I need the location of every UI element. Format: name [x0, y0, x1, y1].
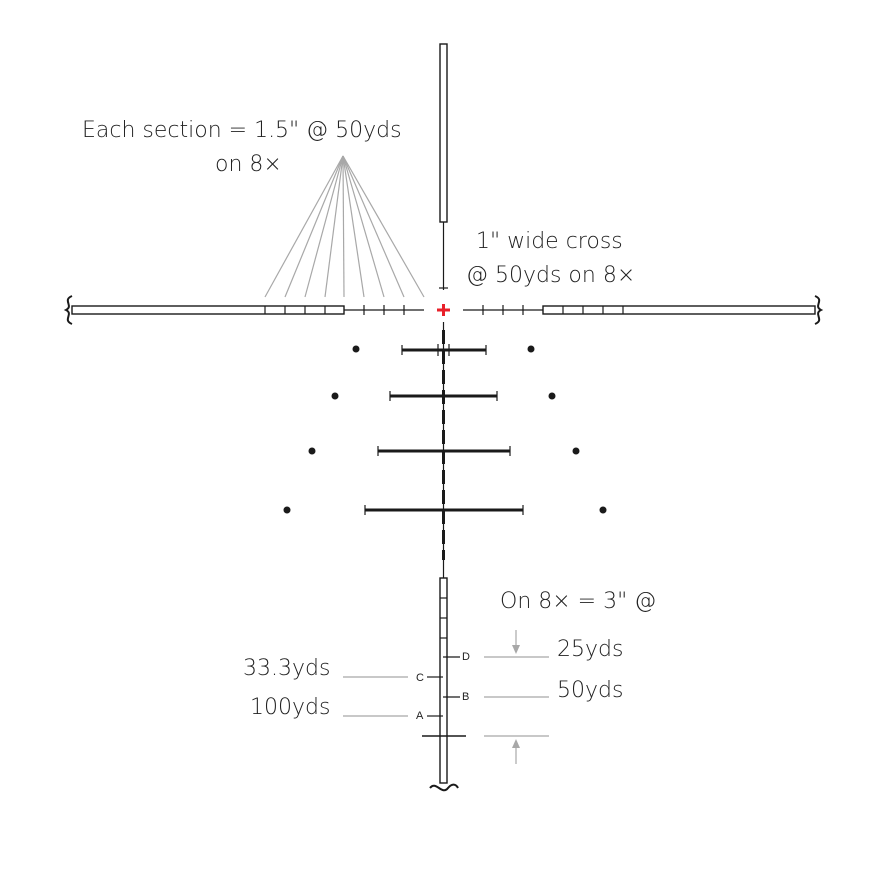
section-leader-lines — [264, 155, 425, 298]
windage-dot-4-right — [599, 506, 607, 514]
right-post-break — [814, 295, 824, 325]
dimension-arrow-top-head — [512, 645, 520, 654]
windage-dot-4-left — [283, 506, 291, 514]
range-100-label: 100yds — [250, 695, 330, 720]
windage-dot-1-left — [352, 345, 360, 353]
top-post — [439, 43, 448, 223]
marker-b: B — [462, 691, 469, 703]
section-leader-line-4 — [324, 155, 344, 298]
windage-dot-2-left — [331, 392, 339, 400]
section-note-line2: on 8× — [215, 152, 282, 177]
section-leader-line-7 — [342, 155, 385, 298]
windage-dot-3-right — [572, 447, 580, 455]
cross-note-line1: 1" wide cross — [476, 229, 623, 254]
bottom-post-break — [429, 783, 459, 792]
right-post — [542, 305, 816, 315]
section-leader-line-1 — [264, 155, 344, 298]
marker-a: A — [416, 710, 424, 722]
section-leader-line-2 — [284, 155, 344, 298]
section-note-line1: Each section = 1.5" @ 50yds — [82, 118, 402, 143]
section-leader-line-9 — [342, 155, 425, 298]
bottom-post — [439, 577, 448, 784]
windage-dot-1-right — [527, 345, 535, 353]
range-50-label: 50yds — [557, 678, 623, 703]
section-leader-line-8 — [342, 155, 405, 298]
cross-note-line2: @ 50yds on 8× — [466, 263, 635, 288]
windage-dot-3-left — [308, 447, 316, 455]
dimension-arrow-bottom-head — [512, 739, 520, 748]
range-33-label: 33.3yds — [243, 656, 330, 681]
left-post — [71, 305, 345, 315]
marker-c: C — [416, 672, 424, 684]
range-25-label: 25yds — [557, 637, 623, 662]
marker-d: D — [462, 651, 470, 663]
left-post-break — [63, 295, 73, 325]
section-leader-line-5 — [342, 155, 345, 298]
section-leader-line-6 — [342, 155, 365, 298]
section-leader-line-3 — [304, 155, 344, 298]
range-note: On 8× = 3" @ — [500, 589, 656, 614]
windage-dot-2-right — [548, 392, 556, 400]
